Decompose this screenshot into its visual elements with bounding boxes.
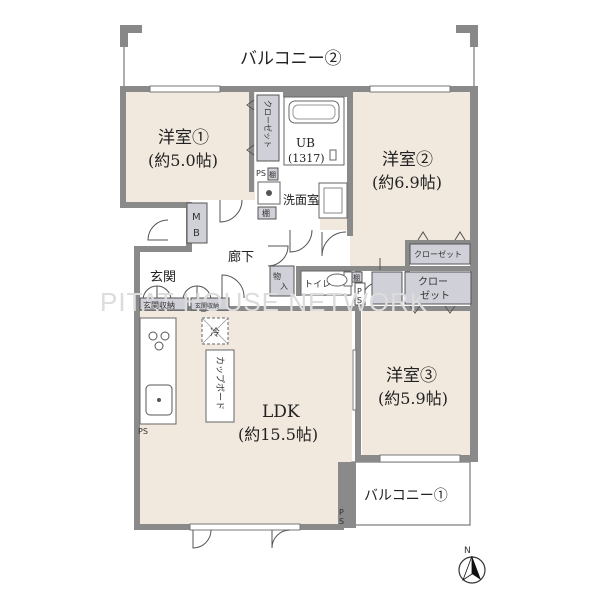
balcony-1-area [351, 461, 471, 526]
closets-right [371, 231, 472, 314]
shelf-label-washroom-b: 棚 [262, 208, 270, 218]
balcony-2-area [120, 25, 478, 88]
western-room-1-size: (約5.0帖) [148, 151, 218, 170]
mb-label-b: B [193, 228, 200, 239]
mb-label-m: M [192, 212, 201, 223]
cupboard-label: カップボード [214, 356, 225, 410]
closet-3-label-bottom: ゼット [420, 290, 450, 302]
watermark: PITAT HOUSE NETWORK [100, 287, 428, 317]
ps-label-washroom: PS [256, 169, 266, 178]
windows [149, 85, 461, 531]
ldk-fill [140, 310, 352, 525]
genkan-storage-label-2: 玄関収納 [195, 302, 219, 310]
western-room-2-size: (約6.9帖) [372, 173, 442, 192]
fridge-label: 冷 [210, 326, 220, 339]
toilet-label: トイレ [304, 280, 331, 290]
closet-2-label: クローゼット [414, 249, 462, 259]
ps-label-kitchen: PS [138, 427, 148, 436]
ub-size: (1317) [288, 152, 325, 165]
svg-text:カップボード: カップボード [214, 356, 225, 410]
western-room-2-name: 洋室② [382, 150, 433, 170]
fridge-and-cupboard [201, 317, 235, 423]
ps-label-toilet-p: P [357, 287, 362, 296]
closet-1-label: クローゼット [263, 100, 273, 148]
balcony-1-label: バルコニー① [364, 488, 448, 504]
western-room-2-fill [320, 90, 470, 270]
ps-label-ldk-s: S [339, 517, 344, 526]
mb-box [186, 202, 208, 244]
ps-label-ldk-p: P [339, 508, 344, 517]
pantry-label-bottom: 入 [280, 282, 288, 291]
unit-bath [283, 96, 345, 166]
western-room-3-fill [362, 310, 470, 455]
western-room-1-fill [125, 90, 255, 205]
shelf-label-washroom-a: 棚 [269, 170, 276, 179]
shelf-label-toilet: 棚 [353, 273, 360, 282]
genkan-storage-label: 玄関収納 [143, 300, 175, 310]
toilet-fixture [300, 270, 366, 306]
closet-western-1 [246, 94, 280, 162]
entrance-storage [139, 297, 230, 311]
svg-text:クローゼット: クローゼット [263, 100, 273, 148]
washroom-label: 洗面室 [283, 192, 319, 207]
ldk-name: LDK [262, 402, 300, 422]
closet-3-label-top: クロー [418, 276, 448, 288]
compass-n-label: N [464, 546, 471, 556]
balcony-2-label: バルコニー② [240, 49, 342, 69]
ub-name: UB [296, 136, 315, 150]
pantry-label-top: 物 [273, 271, 281, 281]
hallway-label: 廊下 [228, 249, 254, 265]
washroom-fixtures [257, 167, 348, 220]
compass-icon [458, 555, 486, 584]
ldk-size: (約15.5帖) [238, 425, 318, 444]
kitchen-counter [139, 317, 177, 425]
room-fills [125, 90, 470, 525]
western-room-1-name: 洋室① [158, 128, 209, 148]
ps-label-toilet-s: S [357, 296, 362, 305]
pantry-box [269, 265, 295, 297]
western-room-3-size: (約5.9帖) [378, 389, 448, 408]
western-room-3-name: 洋室③ [386, 366, 437, 386]
entrance-label: 玄関 [150, 270, 176, 285]
